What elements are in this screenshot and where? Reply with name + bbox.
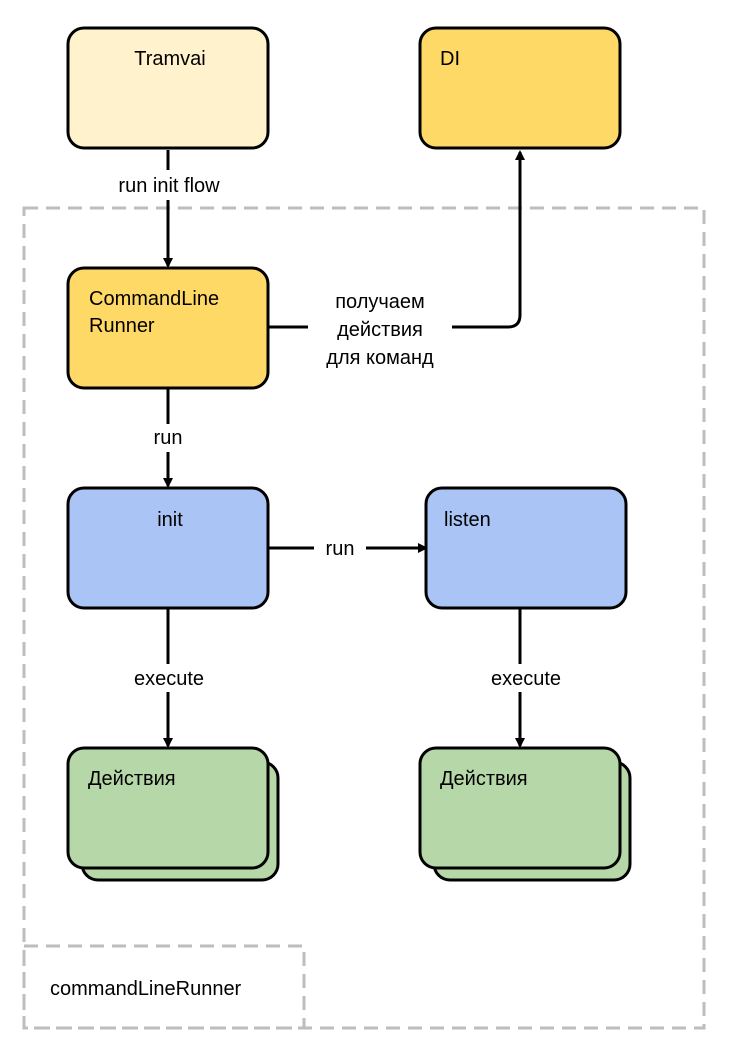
- node-di-box: [418, 26, 622, 150]
- edge-label-run-2: run: [326, 538, 355, 560]
- node-init-box: [66, 486, 270, 610]
- node-init-label: init: [157, 509, 183, 531]
- node-actions-init: Действия: [66, 746, 280, 882]
- edge-label-bg-get-actions: [308, 284, 452, 374]
- node-command-line-runner-label-line2: Runner: [89, 315, 155, 337]
- edge-runner-to-di: [268, 150, 525, 329]
- node-tramvai-label: Tramvai: [134, 48, 205, 70]
- node-init: init: [66, 486, 270, 610]
- node-listen: listen: [424, 486, 628, 610]
- node-di-label: DI: [440, 48, 460, 70]
- container-label: commandLineRunner: [50, 978, 242, 1000]
- node-actions-init-label: Действия: [88, 768, 176, 790]
- edge-label-bg-run-1: [144, 424, 192, 452]
- edge-label-get-actions-line2: действия: [337, 319, 423, 341]
- edge-label-run-init-flow: run init flow: [118, 175, 220, 197]
- node-actions-listen-label: Действия: [440, 768, 528, 790]
- node-tramvai-box: [66, 26, 270, 150]
- edge-label-get-actions-line1: получаем: [335, 291, 425, 313]
- edge-label-get-actions-line3: для команд: [326, 347, 434, 369]
- node-actions-listen: Действия: [418, 746, 632, 882]
- node-command-line-runner: CommandLine Runner: [66, 266, 270, 390]
- edge-label-execute-2: execute: [491, 668, 561, 690]
- edges: run init flow получаем действия для кома…: [100, 150, 568, 748]
- node-di: DI: [418, 26, 622, 150]
- edge-label-bg-run-init-flow: [100, 170, 238, 200]
- node-listen-label: listen: [444, 509, 491, 531]
- edge-label-execute-1: execute: [134, 668, 204, 690]
- edge-label-bg-execute-1: [124, 664, 214, 692]
- node-command-line-runner-label-line1: CommandLine: [89, 288, 219, 310]
- node-listen-box: [424, 486, 628, 610]
- command-line-runner-container: [22, 206, 706, 1030]
- edge-label-bg-execute-2: [478, 664, 568, 692]
- node-actions-init-box: [66, 746, 270, 870]
- node-tramvai: Tramvai: [66, 26, 270, 150]
- node-command-line-runner-box: [66, 266, 270, 390]
- container-label-box: [22, 944, 306, 1030]
- edge-label-run-1: run: [154, 427, 183, 449]
- node-actions-listen-box: [418, 746, 622, 870]
- edge-label-bg-run-2: [314, 534, 366, 562]
